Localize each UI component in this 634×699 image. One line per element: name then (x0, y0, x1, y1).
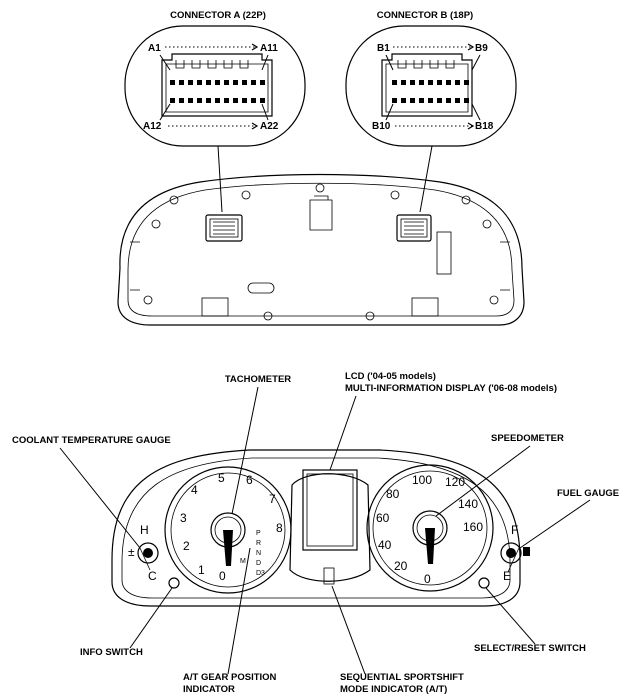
info-switch-label: INFO SWITCH (80, 647, 143, 658)
tach-scale-4: 4 (191, 483, 198, 497)
coolant-gauge-label: COOLANT TEMPERATURE GAUGE (12, 435, 171, 446)
pin-label-b10: B10 (372, 121, 391, 132)
temp-cold-mark: C (148, 569, 157, 583)
tach-scale-1: 1 (198, 563, 205, 577)
connector-b-leader (419, 145, 433, 213)
speedometer-label: SPEEDOMETER (491, 433, 564, 444)
speed-scale-160: 160 (463, 520, 483, 534)
tach-scale-6: 6 (246, 473, 253, 487)
gear-letter-p: P (256, 530, 261, 537)
info-switch-knob (168, 577, 180, 589)
connector-a-title: CONNECTOR A (22P) (170, 10, 266, 21)
fuel-empty-mark: E (503, 569, 511, 583)
fuel-full-mark: F (511, 523, 518, 537)
tach-scale-3: 3 (180, 511, 187, 525)
fuel-gauge-label: FUEL GAUGE (557, 488, 619, 499)
gear-indicator-label-1: A/T GEAR POSITION (183, 672, 277, 683)
connector-b-detail: CONNECTOR B (18P) B1 B9 B10 B18 (345, 10, 517, 147)
gear-letter-d3: D3 (256, 570, 265, 577)
speed-scale-40: 40 (378, 538, 392, 552)
pin-label-a22: A22 (260, 121, 279, 132)
multi-info-display-label: MULTI-INFORMATION DISPLAY ('06-08 models… (345, 383, 557, 394)
gear-letter-r: R (256, 540, 261, 547)
tach-scale-0: 0 (219, 569, 226, 583)
tach-scale-2: 2 (183, 539, 190, 553)
gear-letter-n: N (256, 550, 261, 557)
pin-label-b9: B9 (475, 43, 488, 54)
gear-indicator-label-2: INDICATOR (183, 684, 235, 695)
sportshift-label-1: SEQUENTIAL SPORTSHIFT (340, 672, 464, 683)
tachometer-label: TACHOMETER (225, 374, 291, 385)
speed-scale-140: 140 (458, 497, 478, 511)
gear-m: M (240, 558, 246, 565)
pin-label-a12: A12 (143, 121, 162, 132)
connector-a-detail: CONNECTOR A (22P) A1 A11 A12 A22 (124, 10, 306, 147)
cluster-rear-housing (117, 173, 525, 326)
connector-b-title: CONNECTOR B (18P) (377, 10, 473, 21)
sportshift-label-2: MODE INDICATOR (A/T) (340, 684, 447, 695)
speed-scale-100: 100 (412, 473, 432, 487)
lcd-label: LCD ('04-05 models) (345, 371, 436, 382)
select-reset-switch-knob (478, 577, 490, 589)
sportshift-indicator (323, 567, 335, 585)
pin-label-a11: A11 (260, 43, 278, 54)
tach-scale-5: 5 (218, 471, 225, 485)
pin-label-a1: A1 (148, 43, 161, 54)
speed-scale-60: 60 (376, 511, 390, 525)
pin-label-b1: B1 (377, 43, 390, 54)
tach-scale-7: 7 (269, 492, 276, 506)
pin-label-b18: B18 (475, 121, 494, 132)
tach-scale-8: 8 (276, 521, 283, 535)
speed-scale-120: 120 (445, 475, 465, 489)
svg-text:±: ± (128, 545, 135, 559)
speed-scale-20: 20 (394, 559, 408, 573)
speed-scale-0: 0 (424, 572, 431, 586)
temp-hot-mark: H (140, 523, 149, 537)
select-reset-switch-label: SELECT/RESET SWITCH (474, 643, 586, 654)
speed-scale-80: 80 (386, 487, 400, 501)
gear-letter-d: D (256, 560, 261, 567)
